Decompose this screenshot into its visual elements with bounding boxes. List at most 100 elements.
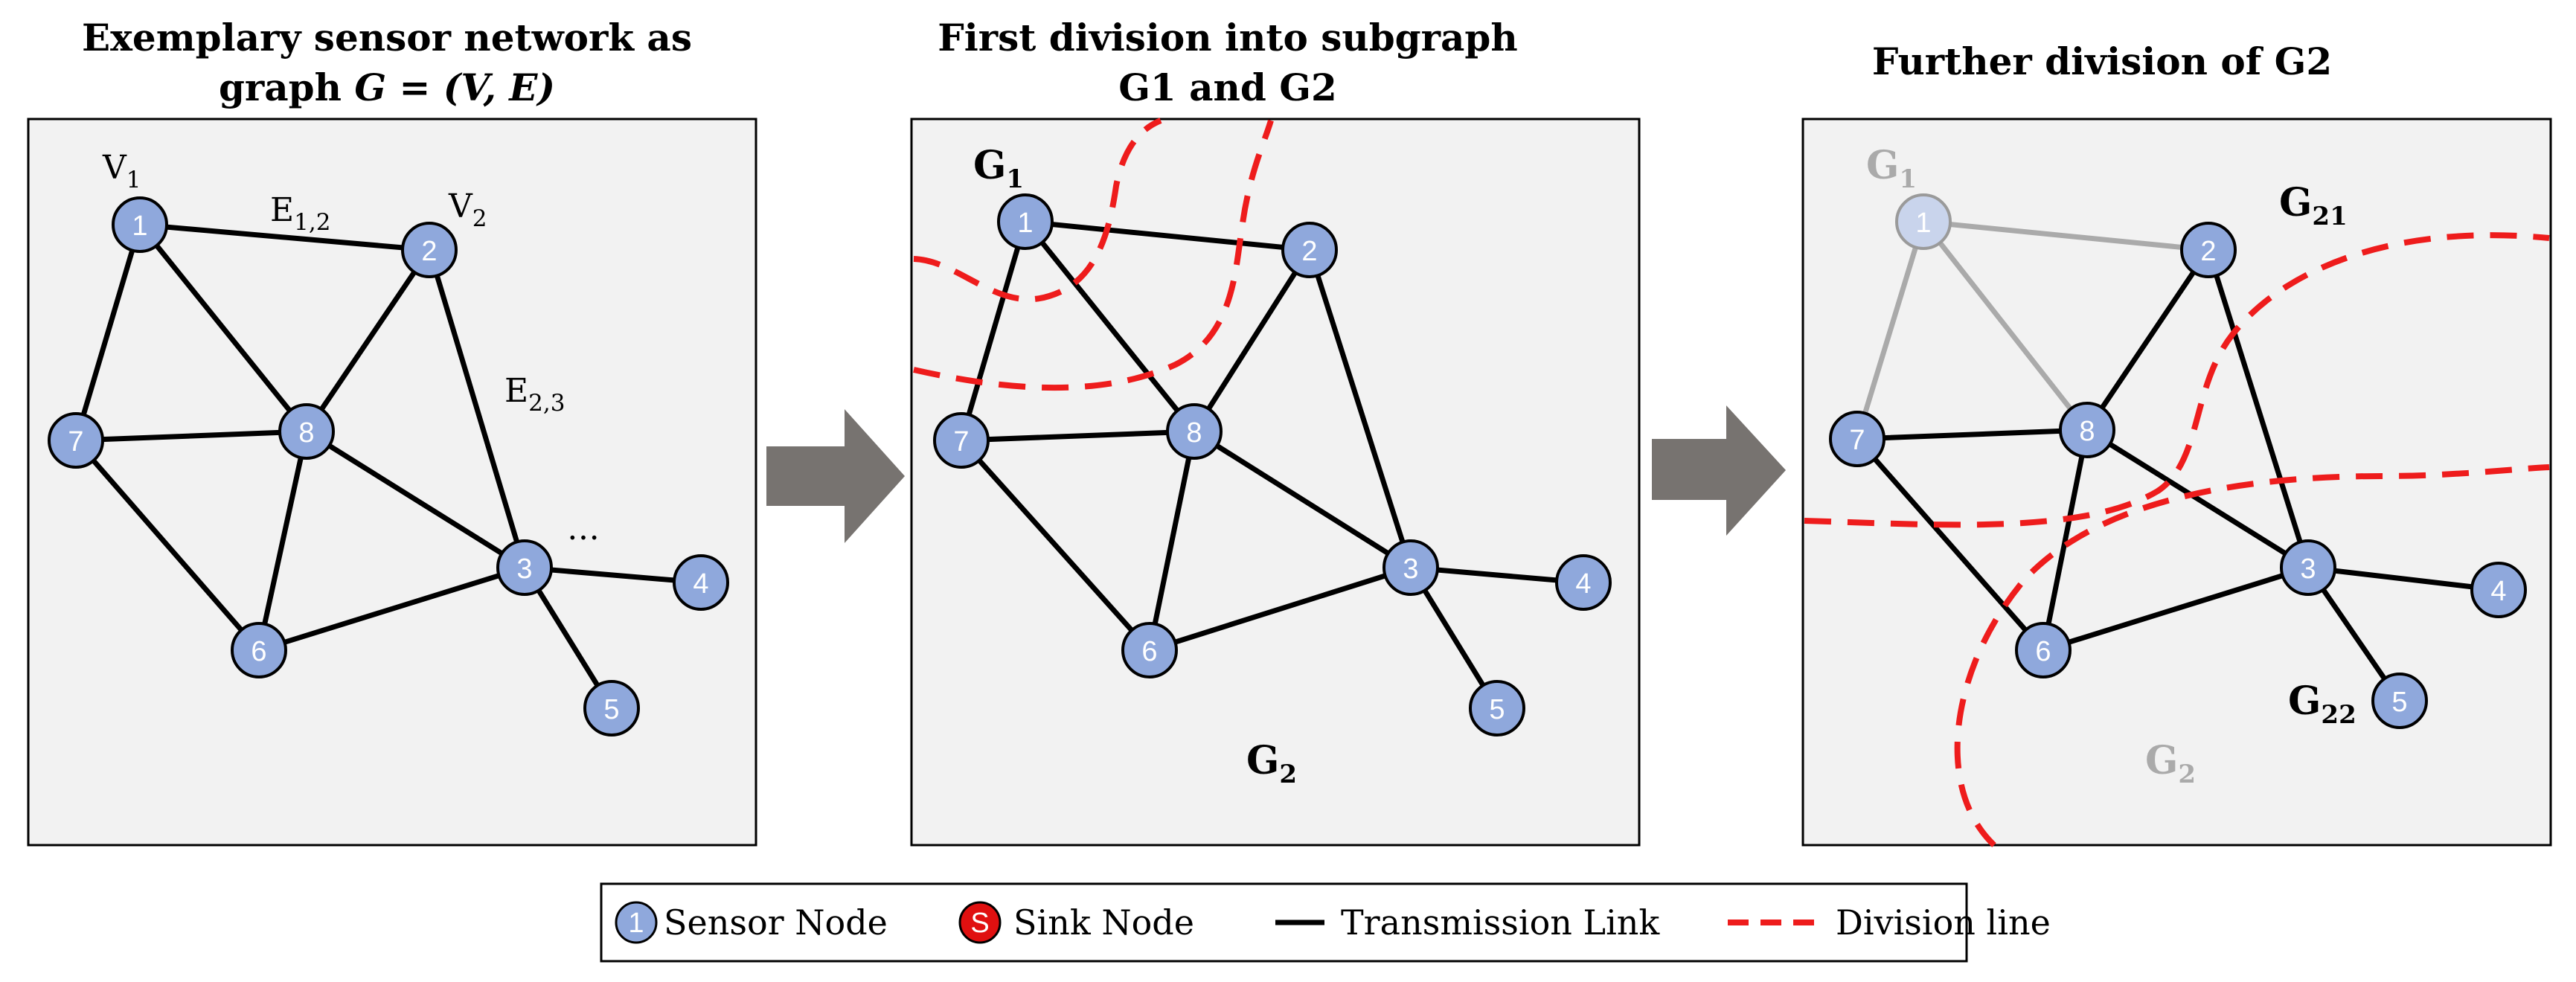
sensor-node-7: 7 [1829, 411, 1885, 467]
label-ellipsis: … [567, 510, 600, 548]
panel1-title-line2: graph G = (V, E) [219, 65, 555, 109]
edge-3-4 [522, 565, 704, 585]
sensor-node-circle-2 [2180, 222, 2237, 278]
edge-3-4 [1408, 565, 1586, 585]
sensor-node-label-7: 7 [68, 426, 83, 458]
edge-6-3 [1147, 565, 1414, 653]
sensor-node-6: 6 [2015, 622, 2072, 678]
sensor-node-4: 4 [1555, 554, 1612, 611]
sensor-node-5: 5 [1469, 680, 1525, 736]
panel2-title-line1: First division into subgraph [938, 16, 1517, 60]
sensor-node-1: 1 [112, 196, 168, 253]
sensor-node-label-1: 1 [1915, 208, 1931, 239]
sensor-node-label-8: 8 [1186, 417, 1202, 449]
sensor-node-label-6: 6 [2035, 636, 2051, 667]
sensor-node-3: 3 [1382, 539, 1439, 596]
edge-3-4 [2305, 565, 2502, 593]
sensor-node-circle-6 [1121, 622, 1178, 678]
sensor-node-circle-4 [673, 554, 729, 611]
edge-1-2 [1920, 219, 2211, 253]
sensor-node-circle-2 [1281, 222, 1338, 278]
panel1-title-line1: Exemplary sensor network as [82, 16, 692, 60]
sensor-node-7: 7 [48, 412, 104, 469]
sensor-node-2: 2 [1281, 222, 1338, 278]
sensor-node-label-7: 7 [953, 426, 969, 458]
sensor-node-8: 8 [278, 403, 335, 460]
edge-2-8 [1191, 247, 1313, 434]
edge-2-3 [1307, 247, 1414, 571]
edge-1-8 [1920, 219, 2090, 433]
sensor-node-8: 8 [1166, 403, 1223, 460]
sensor-node-label-3: 3 [516, 553, 532, 585]
edge-1-7 [1854, 219, 1926, 442]
panel3-nodes: 1 2 3 4 5 6 7 8 [1829, 193, 2527, 729]
panel3-title: Further division of G2 [1872, 39, 2332, 83]
edge-7-6 [1854, 436, 2046, 653]
sensor-node-circle-3 [2280, 539, 2336, 596]
sensor-node-4: 4 [2470, 562, 2527, 618]
legend-sink-symbol: S [970, 908, 989, 939]
sensor-node-circle-5 [2371, 673, 2428, 729]
edge-7-8 [73, 429, 310, 443]
sensor-node-circle-3 [496, 539, 553, 596]
sensor-node-label-4: 4 [1575, 568, 1591, 600]
sensor-node-8: 8 [2059, 402, 2115, 458]
sensor-node-label-1: 1 [132, 211, 147, 242]
sensor-node-4: 4 [673, 554, 729, 611]
sensor-node-2: 2 [401, 222, 458, 278]
sensor-node-circle-1 [997, 193, 1054, 250]
label-e12: E1,2 [270, 191, 330, 236]
sensor-node-label-3: 3 [2300, 553, 2316, 585]
sensor-node-label-4: 4 [2490, 576, 2506, 607]
panel1-edges [73, 222, 704, 711]
edge-7-8 [1854, 427, 2090, 442]
sensor-node-label-7: 7 [1849, 425, 1865, 456]
sensor-node-circle-4 [2470, 562, 2527, 618]
sensor-node-circle-5 [583, 680, 640, 736]
edge-1-8 [1022, 219, 1197, 434]
sensor-node-5: 5 [583, 680, 640, 736]
edge-7-6 [958, 437, 1153, 653]
division-line-p3-arc [1954, 464, 2550, 847]
edge-2-8 [2084, 247, 2211, 433]
sensor-node-7: 7 [933, 412, 990, 469]
label-g1-p2: G1 [973, 143, 1024, 194]
arrow-right-icon [766, 409, 905, 543]
edge-1-2 [137, 222, 432, 253]
label-g22: G22 [2288, 678, 2356, 730]
sensor-node-label-2: 2 [2200, 236, 2216, 267]
sensor-node-label-3: 3 [1403, 553, 1418, 585]
sensor-node-circle-6 [2015, 622, 2072, 678]
sensor-node-label-8: 8 [2079, 416, 2095, 447]
label-v2: V2 [448, 187, 487, 232]
sensor-node-label-5: 5 [1489, 694, 1505, 725]
edge-1-8 [137, 222, 310, 434]
legend-sink-label: Sink Node [1013, 902, 1194, 943]
sensor-node-circle-7 [1829, 411, 1885, 467]
sensor-node-label-5: 5 [2391, 687, 2407, 718]
edge-8-6 [256, 429, 310, 653]
edge-6-3 [256, 565, 528, 653]
label-g2-p3: G2 [2145, 738, 2196, 789]
sensor-node-6: 6 [1121, 622, 1178, 678]
panel3-edges [1854, 219, 2502, 704]
sensor-node-label-4: 4 [693, 568, 708, 600]
sensor-node-circle-8 [1166, 403, 1223, 460]
sensor-node-circle-4 [1555, 554, 1612, 611]
sensor-node-circle-6 [231, 622, 287, 678]
legend-link-label: Transmission Link [1341, 902, 1660, 943]
sensor-node-circle-8 [278, 403, 335, 460]
edge-2-3 [2205, 247, 2311, 571]
edge-2-3 [426, 247, 528, 571]
edge-8-3 [1191, 429, 1414, 571]
label-g1-p3: G1 [1866, 143, 1917, 194]
sensor-node-circle-3 [1382, 539, 1439, 596]
legend-division-label: Division line [1836, 902, 2051, 943]
sensor-node-3: 3 [496, 539, 553, 596]
legend-sensor-label: Sensor Node [664, 902, 888, 943]
edge-8-3 [304, 429, 528, 571]
sensor-node-label-5: 5 [603, 694, 619, 725]
sensor-node-circle-2 [401, 222, 458, 278]
